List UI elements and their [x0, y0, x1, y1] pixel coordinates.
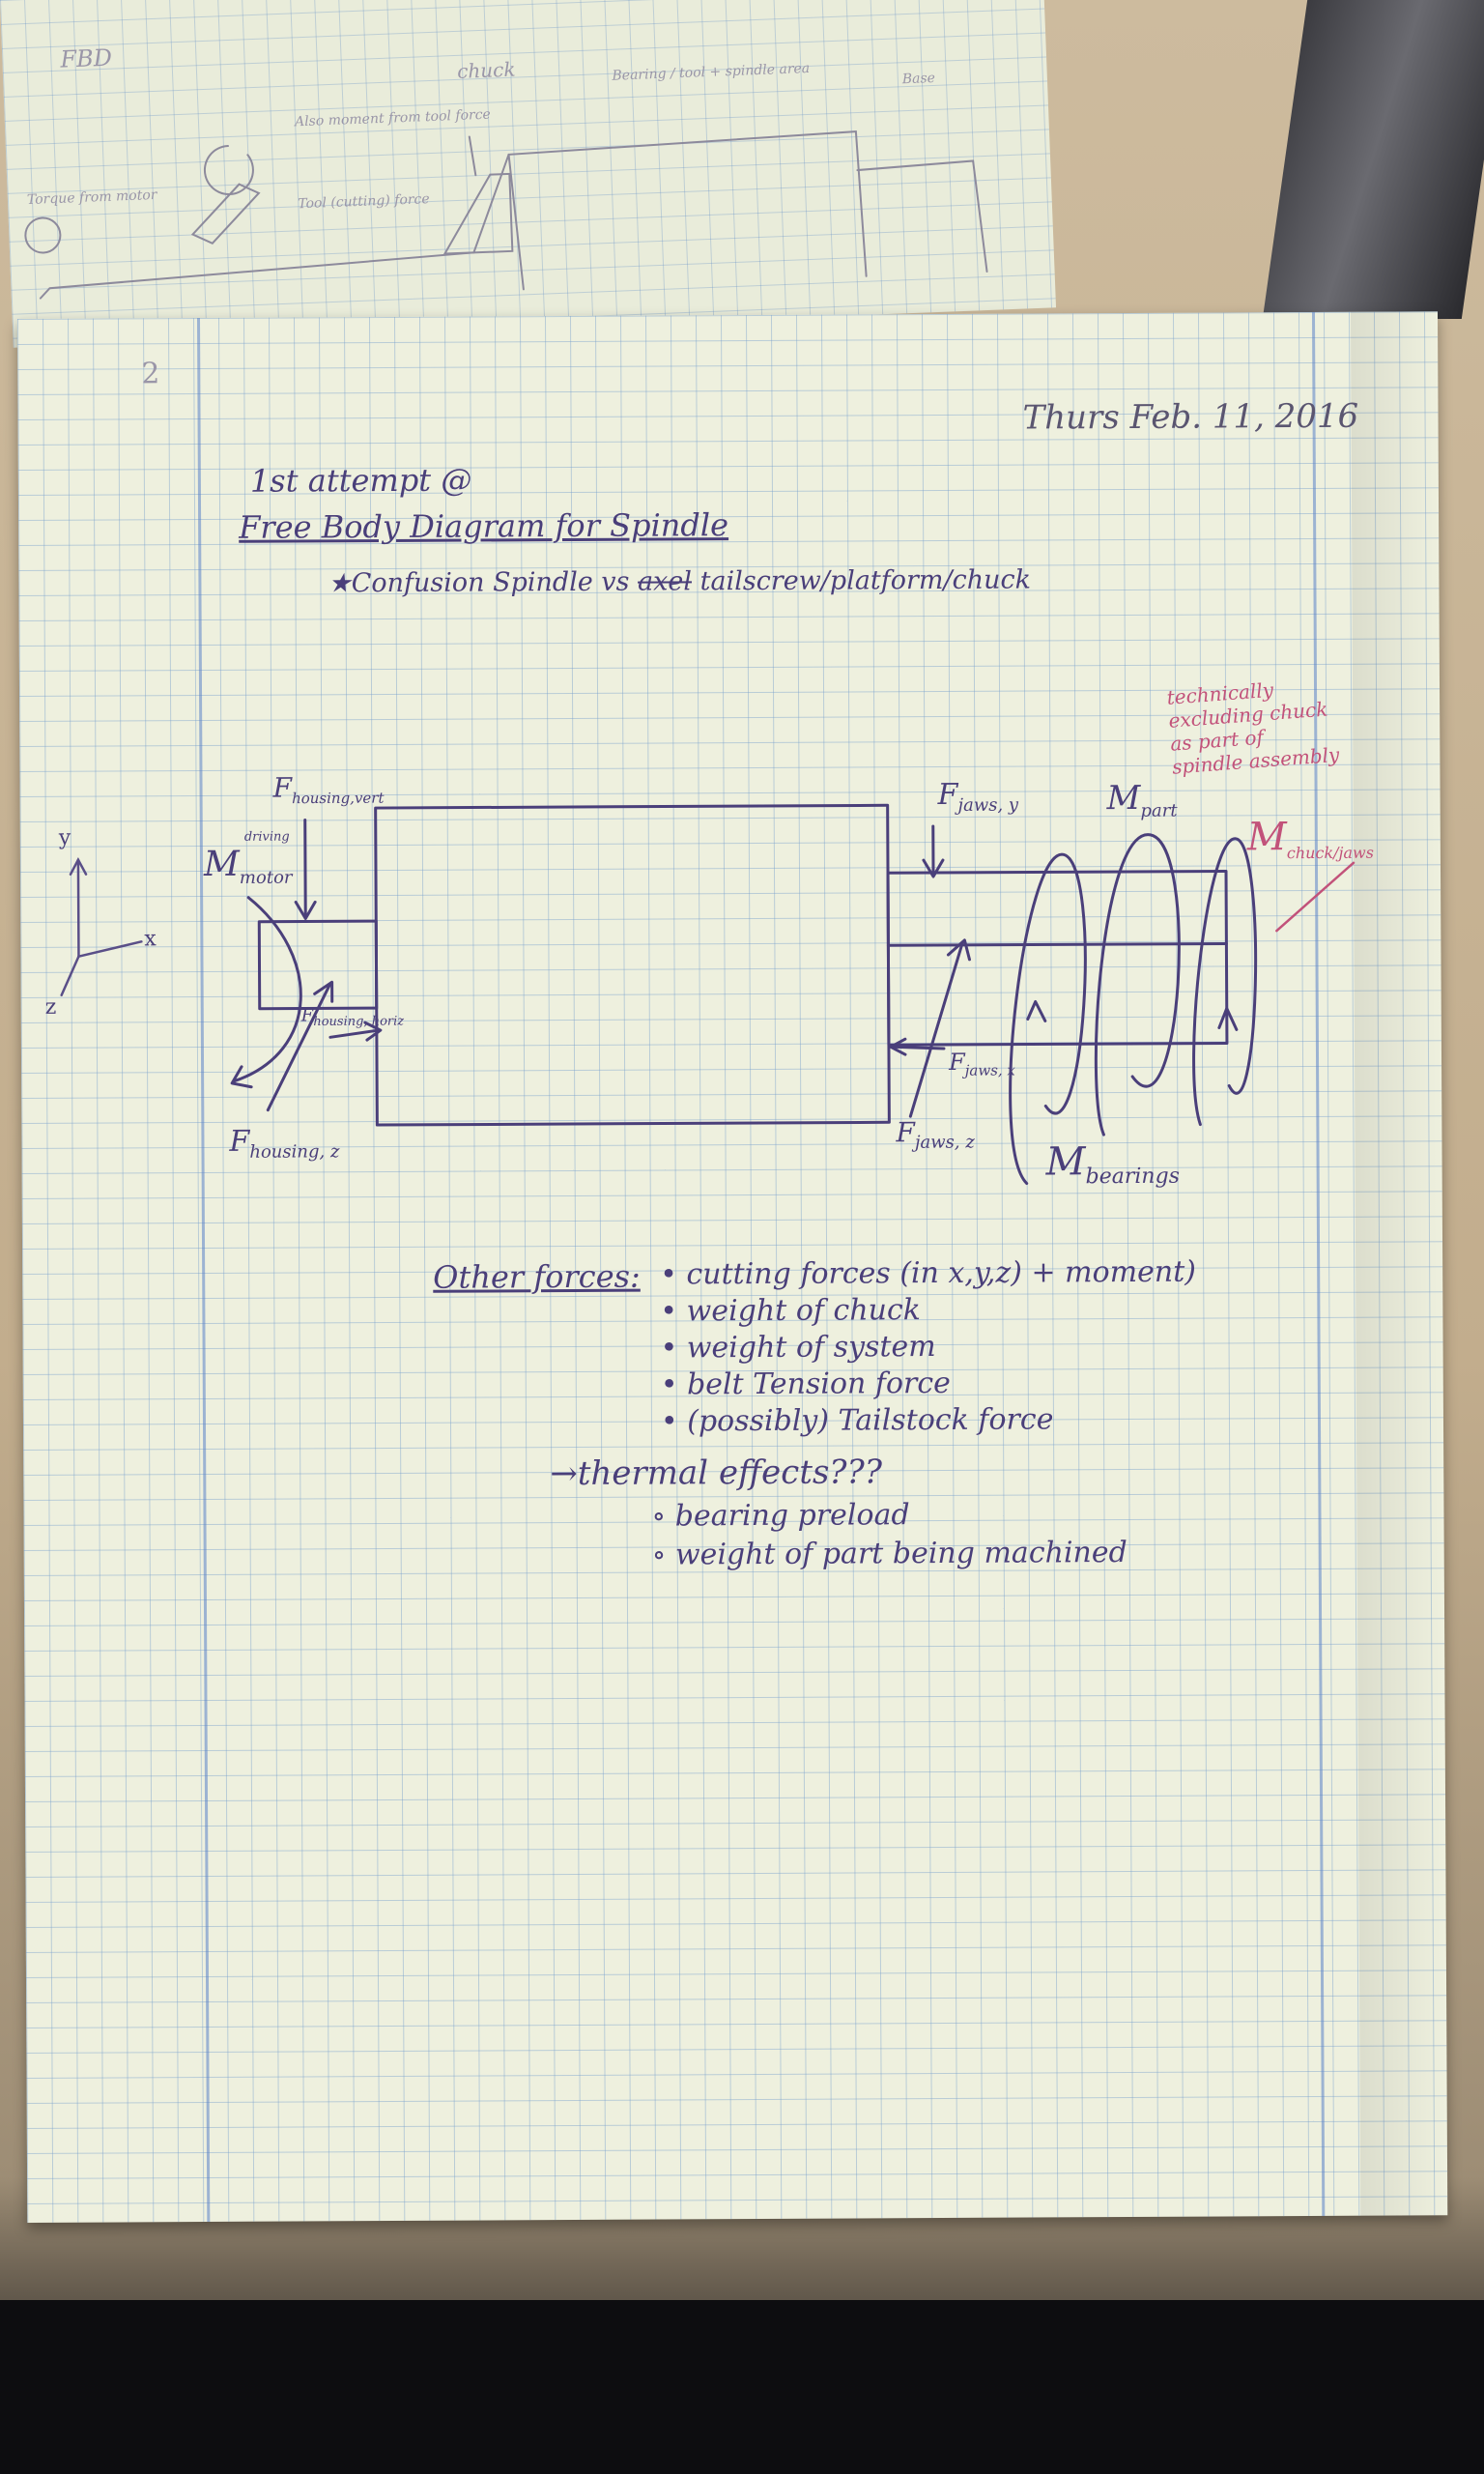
spindle-main-body	[374, 803, 891, 1127]
part-moment-loop-1	[1009, 852, 1087, 1186]
other-force-item: • (possibly) Tailstock force	[660, 1402, 1054, 1439]
y-axis-line	[76, 858, 80, 958]
y-axis-arrowhead	[69, 857, 88, 876]
part-moment-loop-3	[1192, 837, 1258, 1127]
part-moment-loop-2	[1094, 833, 1181, 1136]
other-forces-heading: Other forces:	[433, 1257, 641, 1296]
other-force-item: • weight of chuck	[660, 1293, 921, 1329]
x-axis-line	[77, 940, 143, 958]
chuck-jaws-block	[886, 869, 1229, 1047]
y-axis-label: y	[58, 825, 71, 850]
other-force-item: • weight of system	[660, 1330, 936, 1366]
f-jaws-x-label: Fjaws, x	[948, 1048, 1015, 1079]
pink-moment-label: Mchuck/jaws	[1246, 815, 1374, 863]
m-motor-sup-label: driving	[243, 829, 290, 845]
other-forces-sub-list: ∘ bearing preload ∘ weight of part being…	[651, 1497, 1127, 1577]
spindle-left-stub	[257, 919, 379, 1011]
other-force-item: • cutting forces (in x,y,z) + moment)	[660, 1254, 1197, 1292]
other-force-sub-item: ∘ weight of part being machined	[651, 1536, 1127, 1572]
other-force-sub-item: ∘ bearing preload	[651, 1498, 910, 1534]
free-body-diagram	[60, 803, 1356, 1186]
f-housing-vert-label: Fhousing,vert	[272, 771, 385, 808]
notebook-page: 2 Thurs Feb. 11, 2016 1st attempt @ Free…	[17, 311, 1448, 2223]
pink-strike-line	[1275, 861, 1356, 933]
other-force-item: • belt Tension force	[660, 1366, 951, 1402]
f-housing-horiz-label: Fhousing, horiz	[300, 1005, 405, 1029]
f-jaws-y-label: Fjaws, y	[937, 777, 1019, 816]
f-jaws-z-label: Fjaws, z	[896, 1116, 975, 1153]
z-axis-line	[60, 955, 80, 997]
other-forces-list: • cutting forces (in x,y,z) + moment) • …	[660, 1255, 1197, 1442]
x-axis-label: x	[144, 927, 157, 952]
back-page-sketch	[24, 130, 988, 300]
dark-foreground	[0, 2300, 1484, 2474]
z-axis-label: z	[44, 994, 57, 1020]
m-part-label: Mpart	[1106, 778, 1178, 821]
chuck-division-line	[886, 941, 1228, 947]
thermal-effects-item: →thermal effects???	[550, 1453, 883, 1494]
m-bearings-label: Mbearings	[1045, 1139, 1181, 1190]
back-notebook-page: FBD chuck Also moment from tool force To…	[0, 0, 1057, 348]
m-motor-label: Mmotor	[203, 844, 293, 888]
motor-moment-arc	[232, 896, 302, 1083]
f-housing-z-label: Fhousing, z	[229, 1124, 340, 1163]
